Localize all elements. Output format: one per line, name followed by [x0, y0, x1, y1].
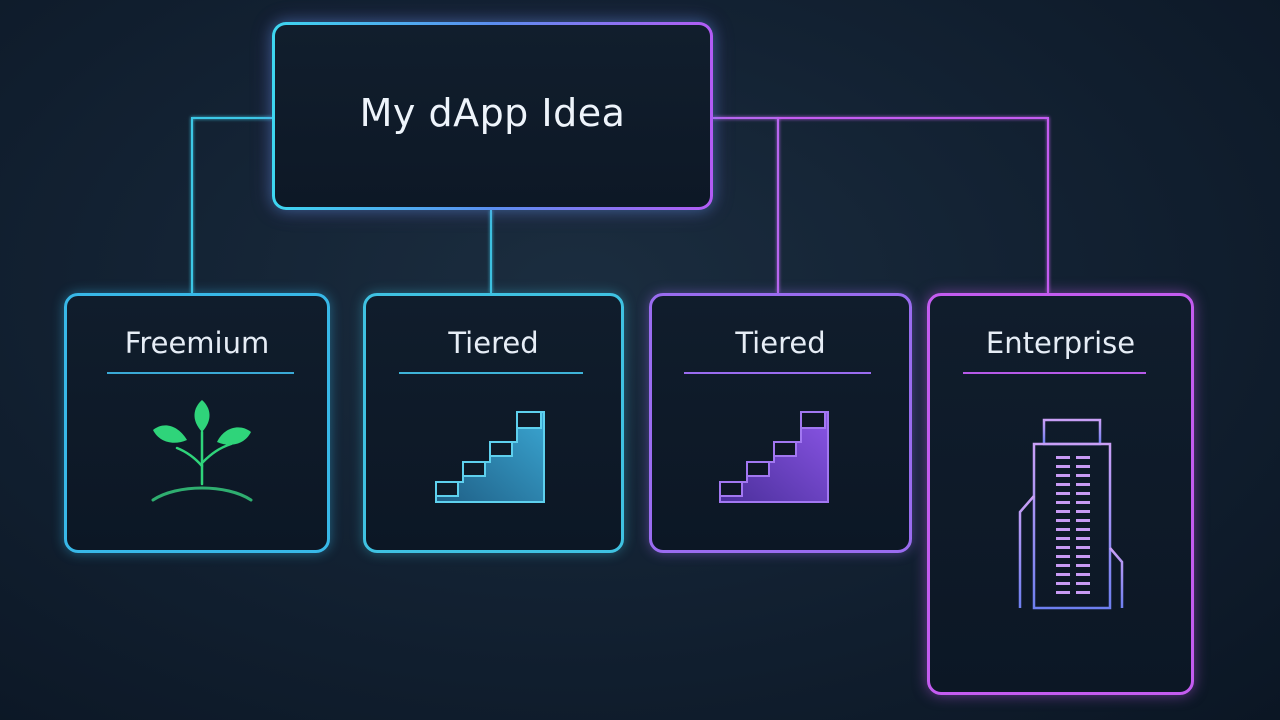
window-mark — [1056, 528, 1070, 531]
window-mark — [1076, 501, 1090, 504]
divider — [684, 372, 871, 374]
connector-freemium — [191, 117, 272, 293]
window-mark — [1076, 582, 1090, 585]
stairs-icon — [435, 411, 545, 503]
window-mark — [1076, 573, 1090, 576]
window-mark — [1056, 564, 1070, 567]
window-mark — [1056, 519, 1070, 522]
window-mark — [1056, 465, 1070, 468]
option-card-tiered-2: Tiered — [649, 293, 912, 553]
card-title: Freemium — [124, 326, 270, 360]
option-card-freemium: Freemium — [64, 293, 330, 553]
card-title: Enterprise — [985, 326, 1136, 360]
divider — [399, 372, 583, 374]
card-title: Tiered — [735, 326, 826, 360]
window-mark — [1076, 483, 1090, 486]
connector-enterprise — [778, 117, 1049, 293]
window-mark — [1056, 492, 1070, 495]
sprout-icon — [151, 400, 253, 502]
option-card-tiered-1: Tiered — [363, 293, 624, 553]
window-mark — [1056, 501, 1070, 504]
window-mark — [1056, 483, 1070, 486]
window-mark — [1056, 537, 1070, 540]
office-building-icon — [1010, 418, 1132, 610]
window-mark — [1076, 492, 1090, 495]
window-mark — [1076, 591, 1090, 594]
window-mark — [1076, 474, 1090, 477]
window-mark — [1056, 510, 1070, 513]
window-mark — [1076, 528, 1090, 531]
divider — [963, 372, 1146, 374]
window-mark — [1076, 546, 1090, 549]
window-mark — [1076, 510, 1090, 513]
window-mark — [1056, 573, 1070, 576]
divider — [107, 372, 294, 374]
card-title: Tiered — [448, 326, 539, 360]
option-card-enterprise: Enterprise — [927, 293, 1194, 695]
window-mark — [1056, 456, 1070, 459]
window-mark — [1056, 546, 1070, 549]
window-mark — [1056, 474, 1070, 477]
window-mark — [1056, 582, 1070, 585]
stairs-icon — [719, 411, 829, 503]
window-mark — [1076, 537, 1090, 540]
window-mark — [1056, 555, 1070, 558]
root-title: My dApp Idea — [359, 91, 626, 135]
window-mark — [1076, 555, 1090, 558]
connector-tiered-2 — [713, 117, 779, 293]
window-mark — [1076, 519, 1090, 522]
window-mark — [1076, 456, 1090, 459]
window-mark — [1076, 465, 1090, 468]
root-node: My dApp Idea — [272, 22, 713, 210]
window-mark — [1076, 564, 1090, 567]
window-mark — [1056, 591, 1070, 594]
